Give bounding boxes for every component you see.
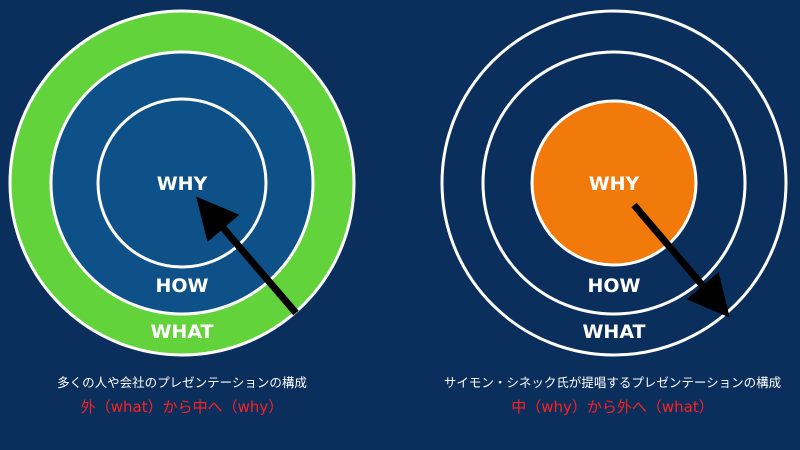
left-subcaption: 外（what）から中へ（why） (80, 398, 284, 416)
right-outward-arrow (631, 202, 730, 318)
left-inward-arrow (196, 196, 299, 316)
left-how-label: HOW (155, 275, 208, 297)
left-golden-circle: WHY HOW WHAT (8, 9, 356, 357)
right-how-label: HOW (587, 275, 640, 297)
right-how-ring (481, 50, 747, 316)
left-caption: 多くの人や会社のプレゼンテーションの構成 (57, 375, 307, 390)
right-golden-circle: WHY HOW WHAT (440, 9, 788, 357)
right-what-label: WHAT (582, 321, 645, 343)
left-why-label: WHY (157, 173, 208, 195)
right-caption: サイモン・シネック氏が提唱するプレゼンテーションの構成 (443, 375, 782, 390)
right-why-label: WHY (589, 173, 640, 195)
right-why-circle (530, 99, 698, 267)
right-subcaption: 中（why）から外へ（what） (511, 398, 714, 416)
left-what-label: WHAT (150, 321, 213, 343)
right-what-ring (440, 9, 788, 357)
